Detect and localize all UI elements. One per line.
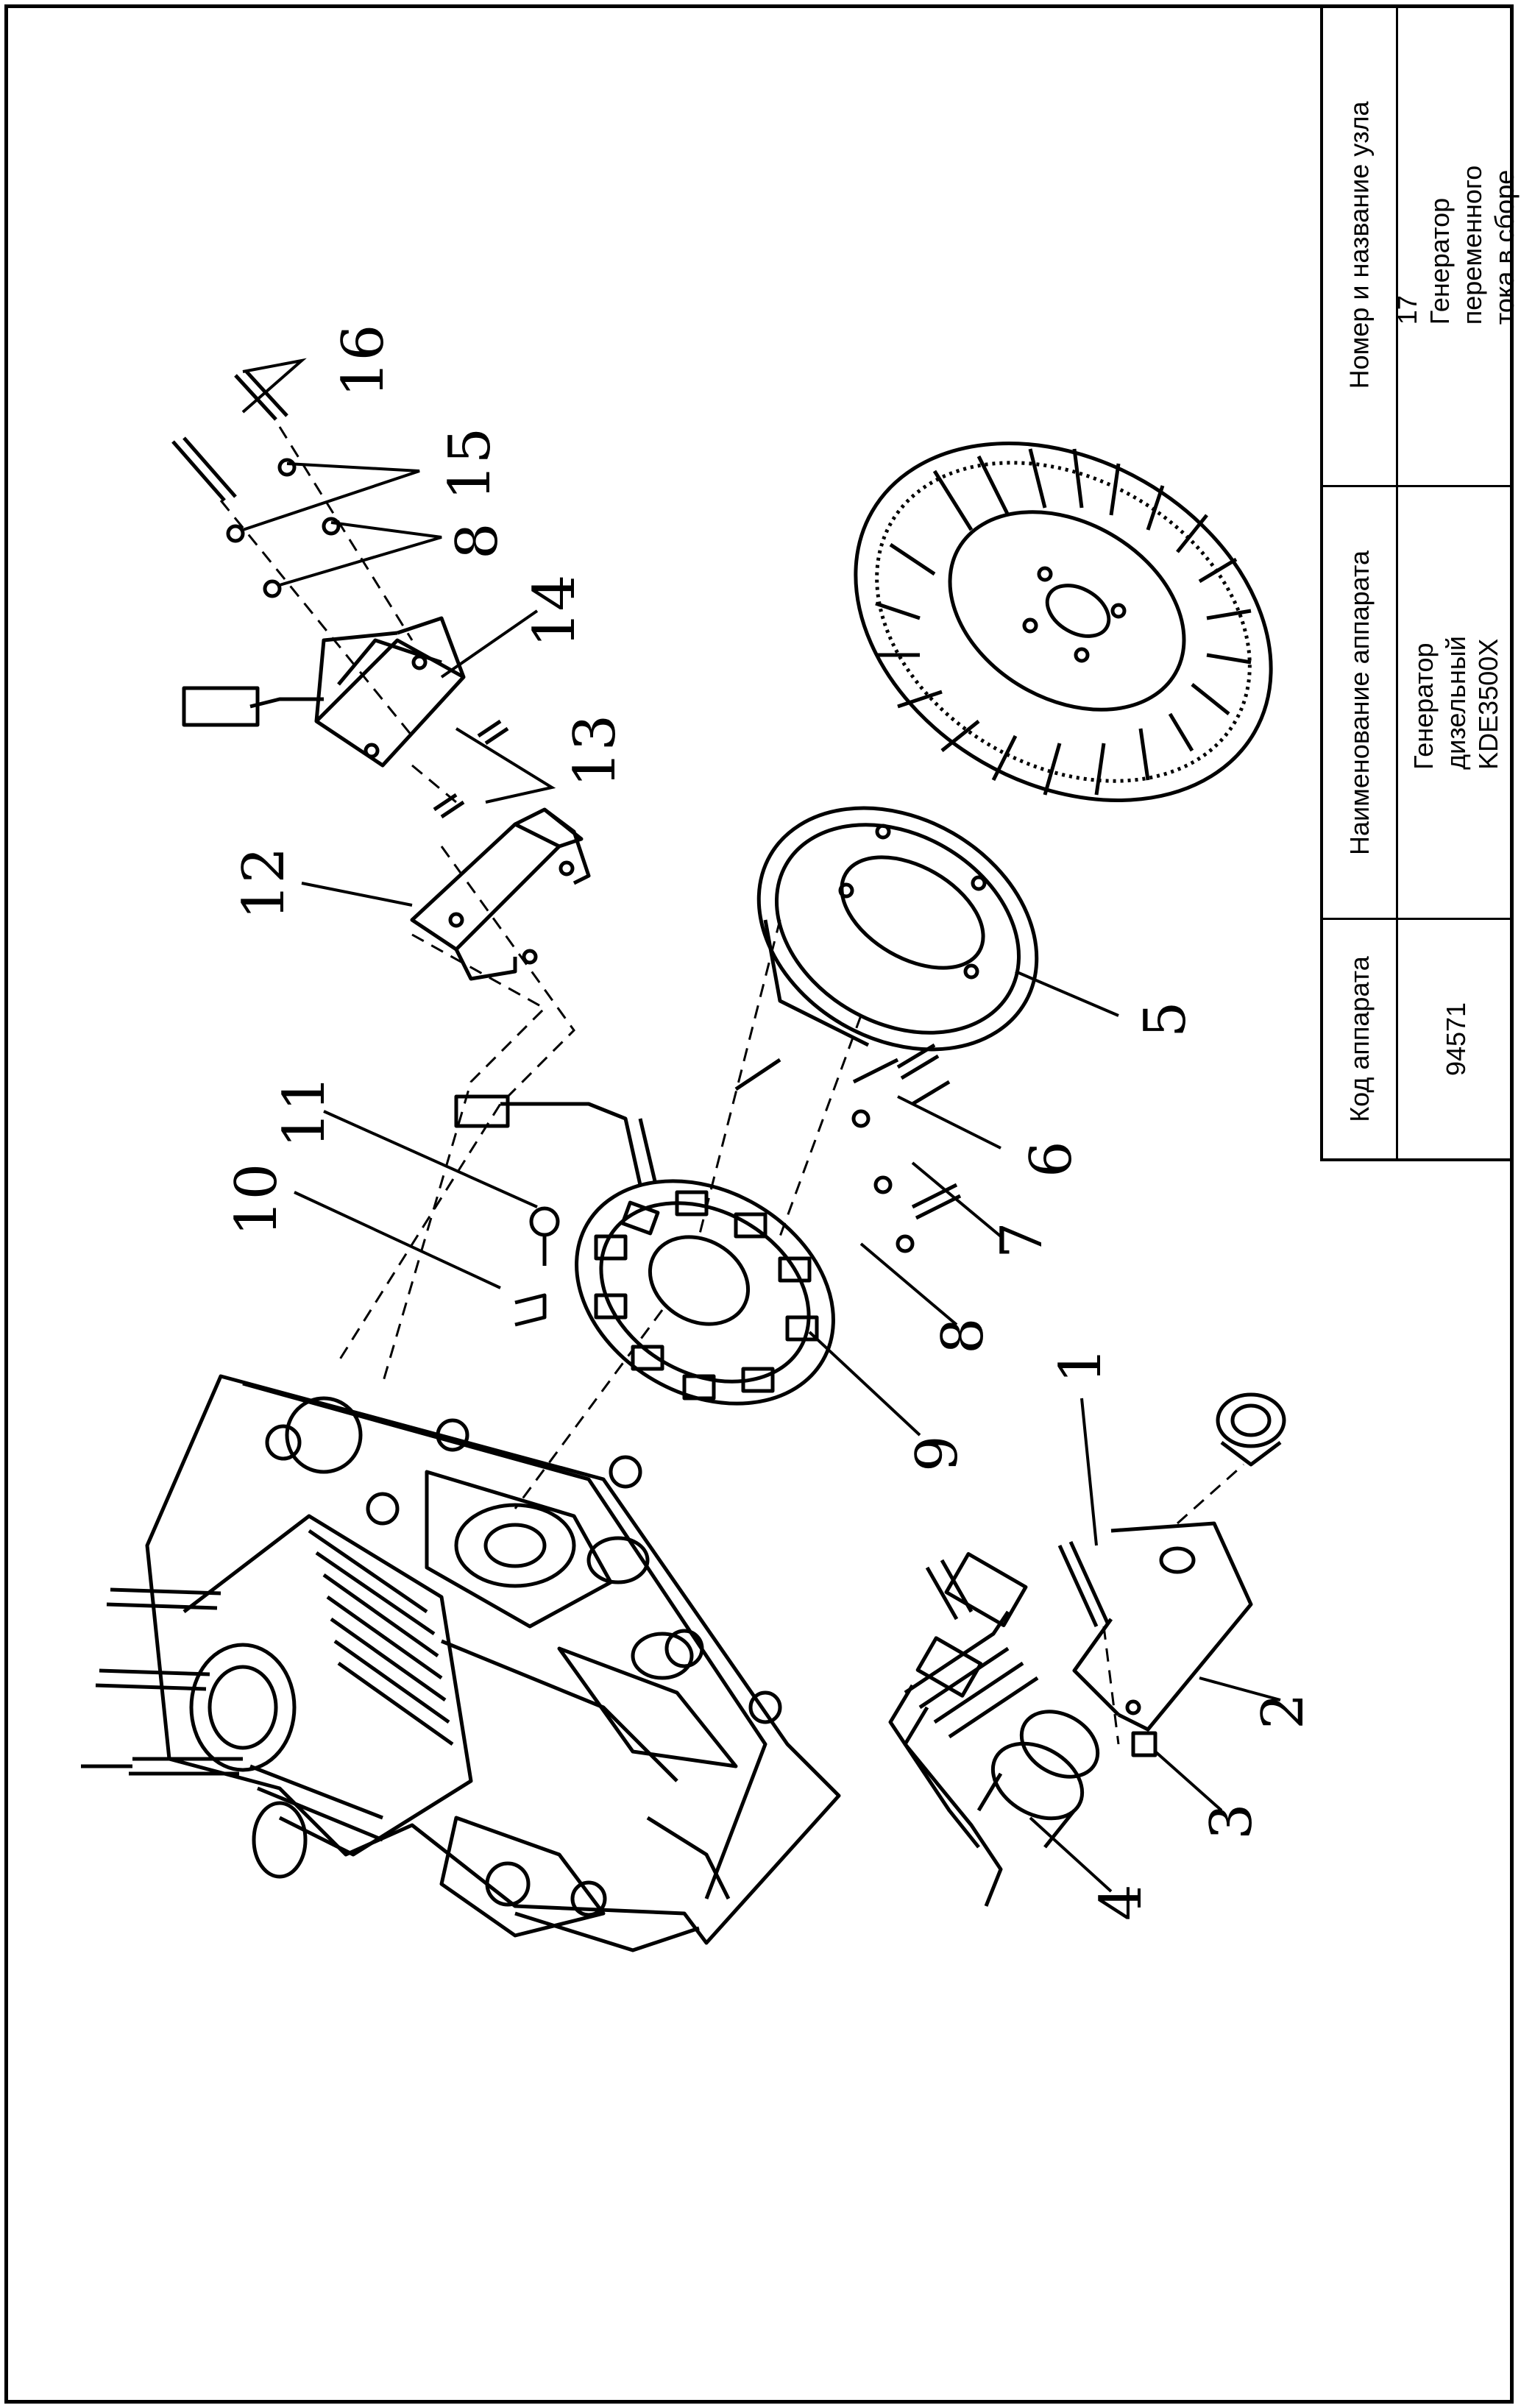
callout-3: 3 (1199, 1803, 1265, 1840)
bracket-2 (1072, 1521, 1253, 1732)
callout-5: 5 (1132, 1001, 1199, 1038)
callout-6: 6 (1018, 1141, 1085, 1178)
leader-lines (241, 358, 1281, 1893)
name-header-cell: Наименование аппарата (1323, 487, 1396, 918)
leader-8b (279, 521, 442, 587)
leader-16 (241, 358, 307, 414)
name-value: Генератор дизельный KDE3500X (1408, 635, 1504, 770)
callout-8b: 8 (444, 523, 511, 559)
callout-4: 4 (1088, 1884, 1155, 1921)
unit-header-cell: Номер и название узла (1323, 4, 1396, 485)
code-value: 94571 (1440, 1002, 1471, 1077)
part-4 (976, 1710, 1100, 1849)
leader-14 (440, 609, 539, 679)
callout-14: 14 (522, 575, 588, 648)
leader-3 (1154, 1750, 1223, 1812)
screws-13 (433, 793, 465, 819)
leader-6 (897, 1095, 1001, 1150)
unit-header: Номер и название узла (1344, 101, 1375, 389)
engine-crankcase (81, 1374, 841, 1952)
callout-8a: 8 (930, 1317, 996, 1354)
callout-10: 10 (224, 1164, 290, 1236)
code-header-cell: Код аппарата (1323, 920, 1396, 1158)
unit-value: 17 Генератор переменного тока в сборе (1392, 165, 1520, 325)
title-block: Номер и название узла Наименование аппар… (1320, 4, 1520, 1161)
callout-9: 9 (904, 1435, 971, 1472)
name-value-cell: Генератор дизельный KDE3500X (1398, 487, 1514, 918)
part-3 (1131, 1731, 1157, 1757)
stator-lead-wire (500, 1102, 642, 1186)
name-header: Наименование аппарата (1344, 550, 1375, 855)
page-frame (4, 4, 1514, 2404)
callout-11: 11 (272, 1075, 338, 1148)
leader-8a (859, 1242, 958, 1326)
leader-9 (808, 1331, 921, 1437)
title-block-divider (1396, 4, 1398, 1158)
rotor-5 (756, 806, 1039, 1052)
callout-2: 2 (1250, 1693, 1316, 1729)
leader-13 (455, 727, 556, 804)
callout-13: 13 (562, 715, 628, 787)
leader-2 (1199, 1676, 1281, 1701)
callout-1: 1 (1048, 1347, 1114, 1384)
title-block-divider (1323, 918, 1514, 920)
leader-10 (294, 1191, 501, 1289)
code-header: Код аппарата (1344, 956, 1375, 1122)
screws-15-16 (171, 370, 341, 598)
callout-7: 7 (989, 1222, 1055, 1258)
screw-1 (1057, 1540, 1110, 1628)
flywheel-fan (854, 442, 1273, 802)
wiring-harness (888, 1552, 1039, 1907)
leader-7 (911, 1161, 1002, 1238)
stator-connector (454, 1094, 510, 1128)
unit-value-cell: 17 Генератор переменного тока в сборе (1392, 4, 1520, 485)
callout-12: 12 (231, 847, 297, 920)
leader-1 (1080, 1398, 1098, 1546)
leader-15 (242, 462, 420, 531)
leader-12 (301, 882, 413, 907)
code-value-cell: 94571 (1398, 920, 1514, 1158)
stator-9 (575, 1179, 835, 1406)
fasteners-10-11 (514, 1206, 560, 1327)
control-box-14 (182, 616, 466, 768)
title-block-divider (1323, 485, 1514, 487)
leader-11 (323, 1110, 538, 1208)
callout-15: 15 (437, 428, 503, 500)
assembly-lines (219, 426, 1244, 1745)
leader-4 (1029, 1816, 1113, 1893)
bracket-12 (410, 807, 591, 981)
screws-6-7-8 (734, 1043, 962, 1253)
callout-16: 16 (330, 325, 397, 397)
knob (1216, 1392, 1286, 1467)
leader-5 (1015, 970, 1119, 1017)
